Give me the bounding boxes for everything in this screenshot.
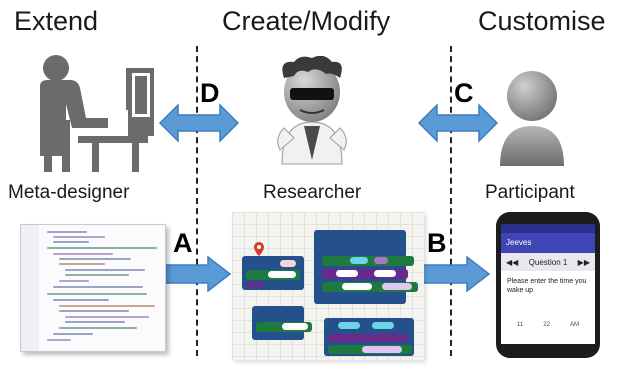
prev-question-button[interactable]: ◀◀ (506, 257, 519, 267)
map-marker-icon (254, 242, 264, 256)
block-when-survey[interactable] (314, 230, 406, 304)
phone-app-bar: Jeeves (501, 233, 595, 253)
picker-ampm[interactable]: AM (569, 322, 579, 328)
code-editor-screenshot (20, 224, 166, 352)
role-participant: Participant (485, 182, 575, 203)
person-icon (496, 68, 568, 168)
flow-label-b: B (427, 228, 447, 258)
arrow-b (416, 256, 491, 292)
arrow-a (157, 256, 232, 292)
desk-worker-icon (32, 48, 154, 173)
double-arrow-c (417, 103, 499, 143)
editor-gutter (21, 225, 39, 351)
separator-left (196, 46, 198, 356)
flow-label-d: D (200, 78, 220, 108)
flow-label-c: C (454, 78, 474, 108)
flow-label-a: A (173, 228, 193, 258)
separator-right (450, 46, 452, 356)
question-title: Question 1 (528, 257, 568, 267)
heading-extend: Extend (14, 6, 99, 36)
phone-status-bar (501, 224, 595, 233)
mad-scientist-icon (270, 55, 354, 168)
phone-mockup: Jeeves ◀◀ Question 1 ▶▶ Please enter the… (496, 212, 600, 358)
time-picker[interactable]: 11 22 AM (507, 322, 589, 328)
heading-customise: Customise (478, 6, 606, 36)
question-prompt: Please enter the time you wake up (507, 278, 587, 294)
next-question-button[interactable]: ▶▶ (577, 257, 590, 267)
role-meta-designer: Meta-designer (8, 182, 130, 203)
heading-create-modify: Create/Modify (222, 6, 391, 36)
picker-hour[interactable]: 11 (517, 322, 524, 328)
picker-minute[interactable]: 22 (543, 322, 550, 328)
question-nav-bar: ◀◀ Question 1 ▶▶ (501, 253, 595, 271)
block-editor-screenshot (232, 212, 424, 360)
double-arrow-d (158, 103, 240, 143)
phone-screen: Jeeves ◀◀ Question 1 ▶▶ Please enter the… (501, 224, 595, 344)
role-researcher: Researcher (263, 182, 362, 203)
